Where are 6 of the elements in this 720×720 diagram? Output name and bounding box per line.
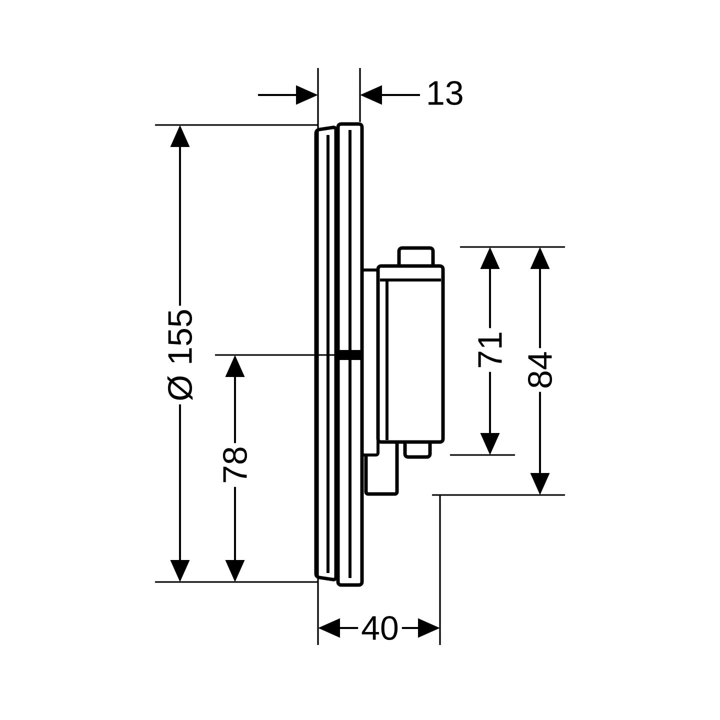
dimension-label: 71 bbox=[475, 328, 505, 372]
dimension-label: 13 bbox=[423, 78, 467, 108]
dimension-label: 40 bbox=[358, 612, 402, 644]
dimension-label: Ø 155 bbox=[164, 306, 196, 404]
dimension-label: 84 bbox=[524, 348, 556, 392]
dimension-label: 78 bbox=[220, 443, 250, 487]
